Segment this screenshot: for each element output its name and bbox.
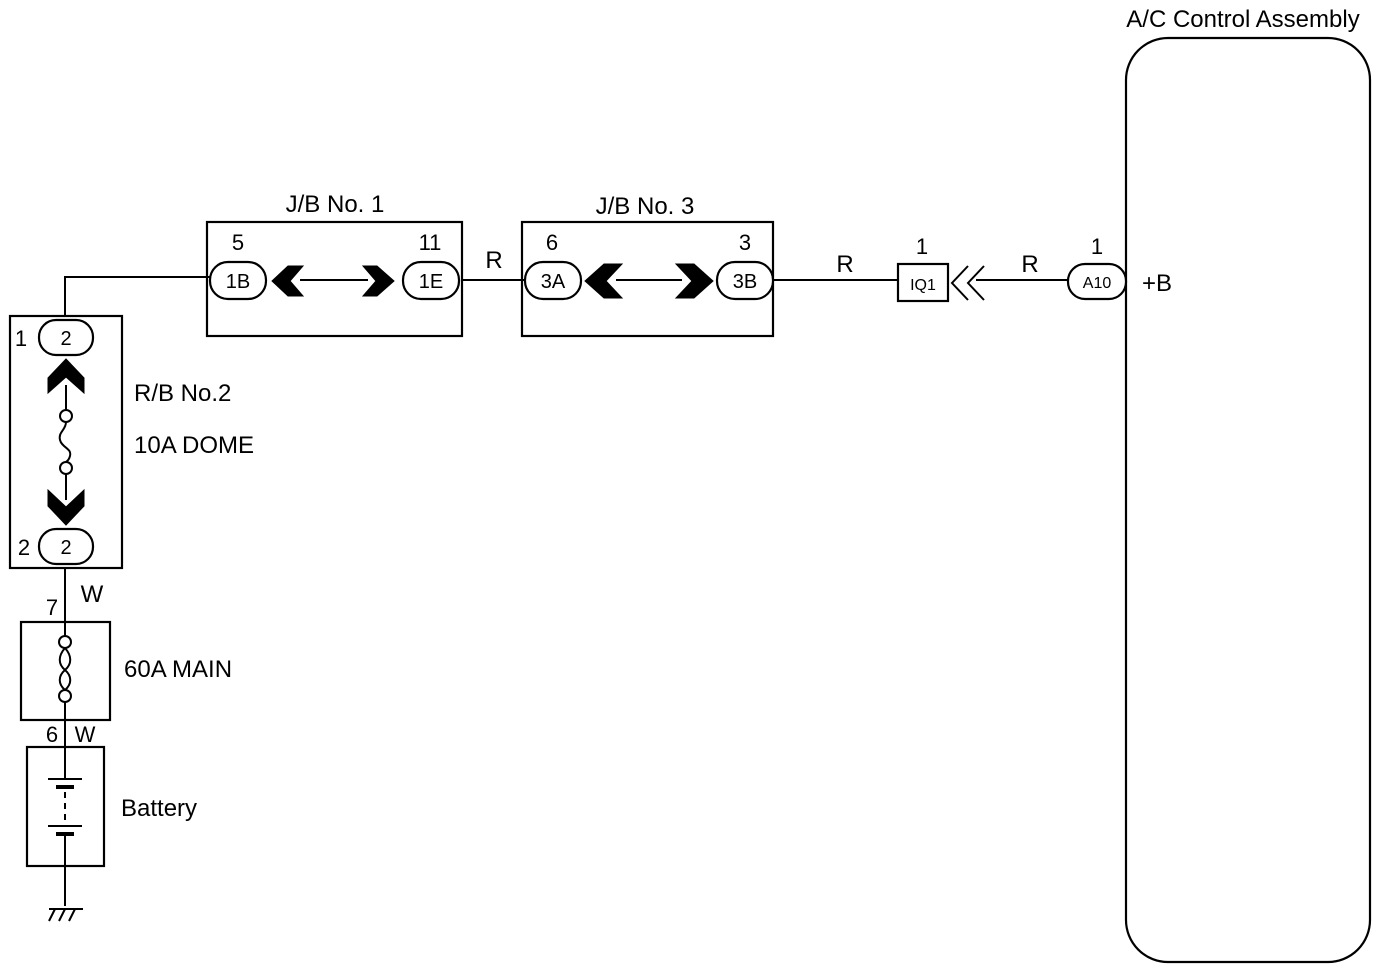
jb1-box xyxy=(205,220,464,338)
connector-iq1-group: IQ1 1 xyxy=(896,234,985,303)
connector-1e-id: 1E xyxy=(419,271,443,293)
fuse-main-top-pin: 7 xyxy=(46,595,58,620)
rb2-box xyxy=(8,314,124,570)
fuse-main-bottom-pin: 6 xyxy=(46,722,58,747)
battery-group: Battery xyxy=(25,745,197,868)
jb3-label: J/B No. 3 xyxy=(596,193,695,220)
rb2-connector-top-pin: 1 xyxy=(15,326,27,351)
connector-3a-pin: 6 xyxy=(546,230,558,255)
wire-color-w-1: W xyxy=(81,581,104,608)
rb2-connector-top xyxy=(37,318,95,357)
jb3-right-connector-arrow xyxy=(674,263,714,299)
connector-iq1 xyxy=(896,262,950,303)
plus-b-terminal-label: +B xyxy=(1142,270,1172,297)
rb2-label: R/B No.2 xyxy=(134,380,231,407)
ac-control-assembly-label: A/C Control Assembly xyxy=(1126,6,1359,33)
connector-1b xyxy=(208,260,268,301)
fuse-main-label: 60A MAIN xyxy=(124,656,232,683)
connector-3b-pin: 3 xyxy=(739,230,751,255)
rb2-connector-bottom-id: 2 xyxy=(60,537,71,559)
jb1-left-connector-arrow xyxy=(271,265,305,297)
connector-3b-id: 3B xyxy=(733,271,757,293)
connector-a10-id: A10 xyxy=(1083,275,1112,292)
wire-color-r-1: R xyxy=(485,247,502,274)
relay-block-2: R/B No.2 10A DOME 2 1 2 2 xyxy=(8,314,254,570)
rb2-connector-bottom-pin: 2 xyxy=(18,535,30,560)
connector-a10 xyxy=(1066,262,1128,301)
connector-iq1-pin: 1 xyxy=(916,234,928,259)
connector-1e xyxy=(401,260,461,301)
ac-control-assembly-box xyxy=(1124,36,1372,964)
connector-3b xyxy=(715,260,775,301)
ac-control-assembly: A/C Control Assembly +B xyxy=(1124,6,1372,964)
connector-a10-group: A10 1 xyxy=(1066,234,1128,301)
rb2-connector-top-id: 2 xyxy=(60,328,71,350)
connector-1e-pin: 11 xyxy=(419,230,442,255)
rb2-top-connector-arrow xyxy=(47,358,85,395)
rb2-connector-bottom xyxy=(37,527,95,566)
iq1-connector-chevron-2 xyxy=(966,265,985,301)
jb1-right-connector-arrow xyxy=(361,265,395,297)
ground-icon xyxy=(48,908,83,922)
jb3-left-connector-arrow xyxy=(584,263,624,299)
connector-iq1-id: IQ1 xyxy=(910,277,936,294)
wire-color-w-2: W xyxy=(75,722,96,747)
connector-1b-pin: 5 xyxy=(232,230,244,255)
fuse-dome-label: 10A DOME xyxy=(134,432,254,459)
connector-3a-id: 3A xyxy=(541,271,566,293)
fuse-main-group: 7 6 60A MAIN xyxy=(19,595,232,747)
junction-block-3: J/B No. 3 3A 6 3B 3 xyxy=(520,193,775,338)
wires xyxy=(64,276,1068,906)
junction-block-1: J/B No. 1 1B 5 1E 11 xyxy=(205,191,464,338)
wire-color-r-2: R xyxy=(836,251,853,278)
wire-rb2-to-jb1 xyxy=(64,276,210,316)
fuse-dome-icon xyxy=(58,421,72,463)
iq1-connector-chevron-1 xyxy=(950,265,969,301)
jb1-label: J/B No. 1 xyxy=(286,191,385,218)
connector-3a xyxy=(523,260,583,301)
connector-1b-id: 1B xyxy=(226,271,250,293)
connector-a10-pin: 1 xyxy=(1091,234,1103,259)
battery-label: Battery xyxy=(121,795,197,822)
rb2-bottom-connector-arrow xyxy=(47,488,85,526)
wire-color-r-3: R xyxy=(1021,251,1038,278)
